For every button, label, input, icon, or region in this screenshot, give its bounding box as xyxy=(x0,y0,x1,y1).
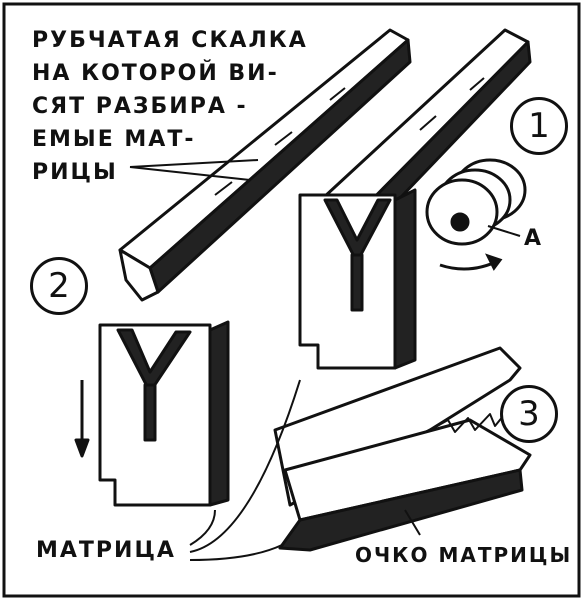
matrix-separated xyxy=(74,320,230,507)
caption-line-2: НА КОТОРОЙ ВИ- xyxy=(32,61,279,86)
label-matrix-eye: ОЧКО МАТРИЦЫ xyxy=(355,543,573,567)
matrix-section xyxy=(273,346,532,552)
step-number-2: 2 xyxy=(30,257,88,315)
label-a: А xyxy=(524,226,544,251)
label-matrix: МАТРИЦА xyxy=(36,538,176,563)
drum-wheel xyxy=(425,158,527,271)
step-number-1: 1 xyxy=(510,97,568,155)
center-ribbed-rod xyxy=(308,28,532,242)
caption-line-4: ЕМЫЕ МАТ- xyxy=(32,127,196,152)
caption-line-1: РУБЧАТАЯ СКАЛКА xyxy=(32,28,308,53)
caption-line-3: СЯТ РАЗБИРА - xyxy=(32,94,248,119)
pointer-lines xyxy=(129,159,421,561)
caption-line-5: РИЦЫ xyxy=(32,160,118,185)
matrix-on-rod xyxy=(298,188,417,370)
left-ribbed-rod xyxy=(118,28,412,302)
step-number-3: 3 xyxy=(500,385,558,443)
